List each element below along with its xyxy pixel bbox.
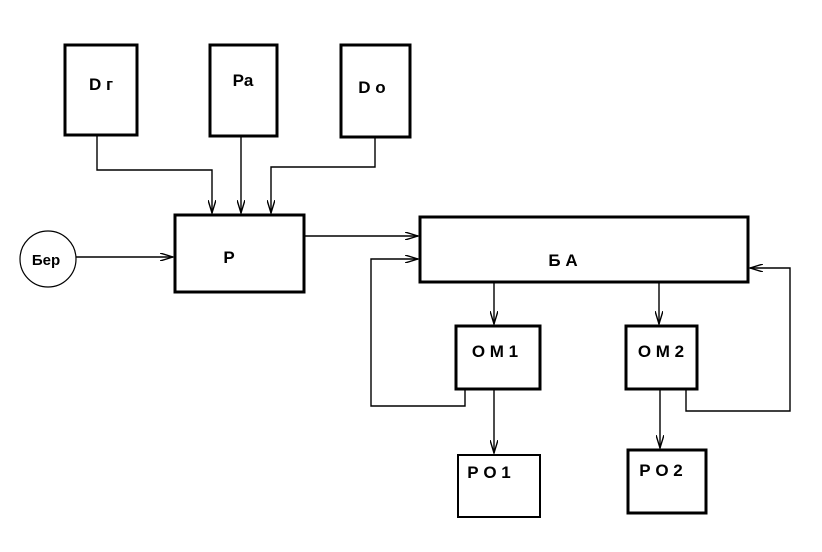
block-pa: Pa — [208, 43, 279, 138]
block-ro1-label: Р О 1 — [467, 463, 510, 482]
block-ro2-label: Р О 2 — [639, 461, 682, 480]
block-om2: О М 2 — [624, 324, 699, 391]
block-ro2: Р О 2 — [626, 448, 708, 515]
block-ro1: Р О 1 — [457, 454, 541, 518]
connector-dg-to-r — [96, 135, 212, 213]
block-do-label: D o — [358, 78, 385, 97]
connector-do-to-r — [271, 137, 376, 213]
block-ber: Бер — [19, 230, 77, 288]
block-ber-label: Бер — [32, 252, 60, 269]
block-do: D o — [339, 43, 412, 139]
block-r: P — [173, 213, 306, 294]
block-ba: Б А — [418, 215, 750, 284]
block-dg-label: D г — [89, 75, 113, 94]
feedback-om1-to-ba — [370, 259, 466, 407]
block-ba-label: Б А — [548, 251, 577, 270]
block-pa-label: Pa — [233, 71, 254, 90]
block-om2-label: О М 2 — [638, 342, 684, 361]
feedback-om2-to-ba — [685, 268, 791, 412]
block-r-label: P — [223, 248, 234, 267]
block-om1: О М 1 — [454, 324, 542, 391]
block-om1-label: О М 1 — [472, 342, 518, 361]
block-dg: D г — [63, 43, 139, 137]
